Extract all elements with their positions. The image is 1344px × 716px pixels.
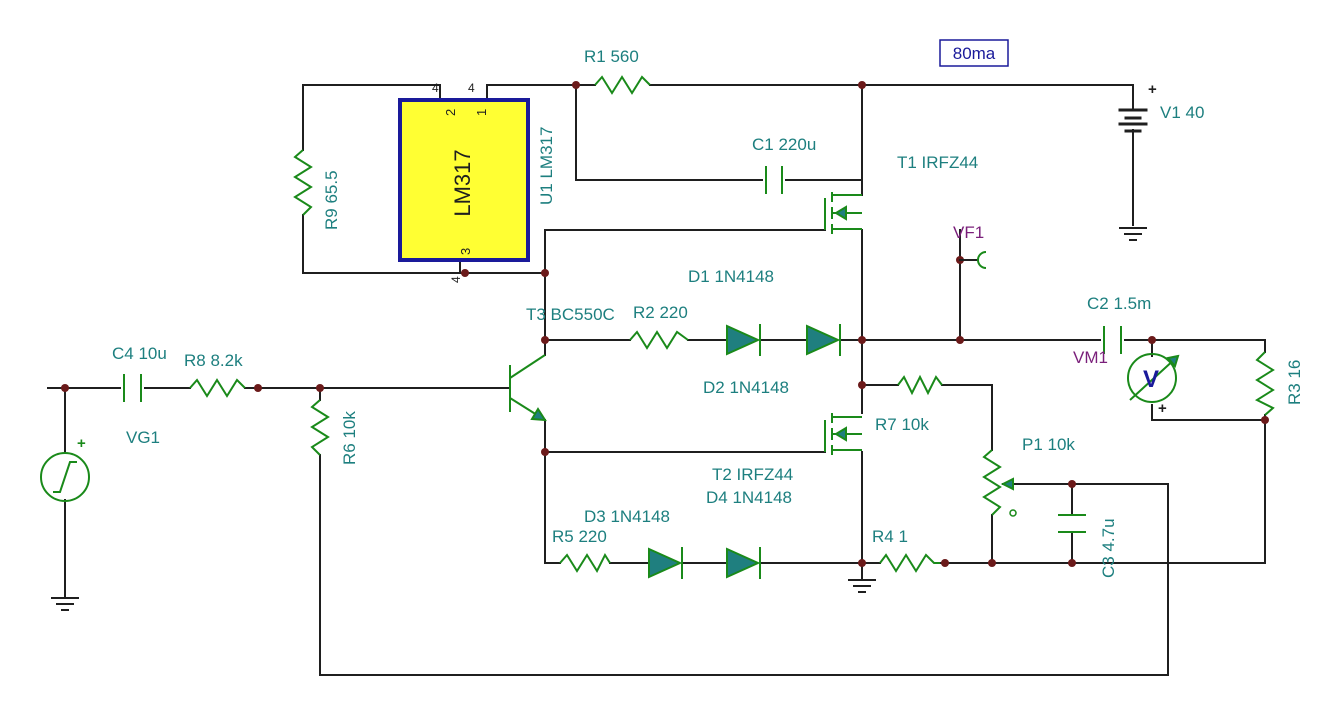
ground-output	[848, 579, 876, 593]
label-r9: R9 65.5	[322, 170, 341, 230]
resistor-r1[interactable]	[594, 75, 651, 95]
label-vm1: VM1	[1073, 348, 1108, 367]
label-p1: P1 10k	[1022, 435, 1075, 454]
label-c4: C4 10u	[112, 344, 167, 363]
capacitor-c3[interactable]	[1058, 514, 1086, 533]
wire-vm-bottom	[1151, 404, 1266, 421]
label-c1: C1 220u	[752, 135, 816, 154]
diode-d4[interactable]	[726, 547, 761, 579]
label-d2: D2 1N4148	[703, 378, 789, 397]
battery-v1[interactable]: +	[1118, 81, 1157, 133]
label-v1: V1 40	[1160, 103, 1204, 122]
diode-d3[interactable]	[648, 547, 683, 579]
bjt-t3[interactable]	[509, 354, 547, 422]
diode-d2[interactable]	[806, 324, 841, 356]
label-c2: C2 1.5m	[1087, 294, 1151, 313]
ground-input	[51, 597, 79, 611]
current-annotation: 80ma	[939, 39, 1009, 67]
label-r1: R1 560	[584, 47, 639, 66]
ground-v1	[1119, 227, 1147, 241]
label-r6: R6 10k	[340, 411, 359, 465]
label-d1: D1 1N4148	[688, 267, 774, 286]
label-d4: D4 1N4148	[706, 488, 792, 507]
chip-pin-adj: 3	[458, 248, 473, 255]
chip-pin-out: 1	[474, 109, 489, 116]
wire-u1-out	[486, 84, 596, 101]
mosfet-t2[interactable]	[824, 413, 862, 455]
vg1-plus: +	[77, 435, 86, 452]
resistor-r6[interactable]	[310, 399, 330, 456]
v1-plus: +	[1148, 81, 1157, 98]
resistor-r2[interactable]	[629, 330, 689, 350]
chip-name: LM317	[450, 149, 475, 216]
wire-c1-left	[575, 84, 763, 181]
lm317-regulator[interactable]: LM317 2 1 3 4 4 4	[398, 81, 530, 283]
mosfet-t1[interactable]	[824, 192, 862, 234]
wire-feedback	[319, 454, 1169, 676]
label-vf1: VF1	[953, 223, 984, 242]
label-r8: R8 8.2k	[184, 351, 243, 370]
chip-pin-in: 2	[443, 109, 458, 116]
label-t2: T2 IRFZ44	[712, 465, 793, 484]
label-r7: R7 10k	[875, 415, 929, 434]
label-r2: R2 220	[633, 303, 688, 322]
resistor-r8[interactable]	[189, 378, 246, 398]
capacitor-c2[interactable]	[1103, 326, 1122, 354]
label-r3: R3 16	[1285, 360, 1304, 405]
component-labels: R1 560 V1 40 C1 220u T1 IRFZ44 U1 LM317 …	[112, 47, 1304, 578]
outer-pin-a: 4	[432, 81, 439, 95]
signal-generator-vg1[interactable]: +	[40, 435, 90, 502]
resistor-r5[interactable]	[559, 552, 611, 574]
capacitor-c4[interactable]	[123, 374, 142, 402]
junction-dots	[61, 81, 1269, 567]
wire-r7-right	[941, 384, 993, 451]
label-t3: T3 BC550C	[526, 305, 615, 324]
outer-pin-c: 4	[449, 276, 463, 283]
vm1-plus: +	[1158, 400, 1167, 417]
wires	[47, 84, 1266, 676]
capacitor-c1[interactable]	[765, 166, 783, 194]
label-t1: T1 IRFZ44	[897, 153, 978, 172]
resistor-r9[interactable]	[293, 149, 313, 216]
wire-r3-bottom	[939, 414, 1266, 564]
annotation-text: 80ma	[953, 44, 996, 63]
probe-vf1[interactable]	[959, 251, 987, 269]
diode-d1[interactable]	[726, 324, 761, 356]
resistor-r4[interactable]	[879, 553, 940, 573]
potentiometer-p1[interactable]	[982, 449, 1017, 517]
label-vg1: VG1	[126, 428, 160, 447]
label-d3: D3 1N4148	[584, 507, 670, 526]
label-c3: C3 4.7u	[1099, 518, 1118, 578]
outer-pin-b: 4	[468, 81, 475, 95]
resistor-r3[interactable]	[1254, 351, 1275, 416]
label-r4: R4 1	[872, 527, 908, 546]
wire-r9-top	[302, 84, 441, 101]
label-r5: R5 220	[552, 527, 607, 546]
resistor-r7[interactable]	[897, 374, 943, 396]
voltmeter-symbol: V	[1143, 366, 1159, 393]
voltmeter-vm1[interactable]: V +	[1127, 353, 1180, 417]
label-u1: U1 LM317	[537, 127, 556, 205]
